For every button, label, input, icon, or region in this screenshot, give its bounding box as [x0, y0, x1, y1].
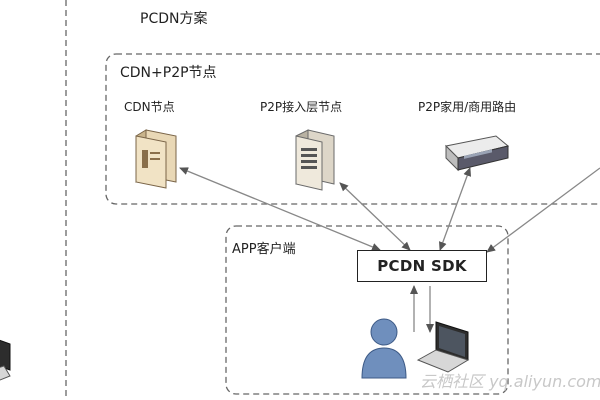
edge-offscreen-sdk [486, 167, 600, 253]
server-tower-icon [295, 129, 335, 191]
group-label-cdn-p2p: CDN+P2P节点 [120, 65, 217, 81]
pcdn-sdk-box: PCDN SDK [357, 250, 487, 282]
router-icon [444, 135, 510, 172]
group-label-app-client: APP客户端 [232, 242, 296, 257]
laptop-icon [416, 321, 470, 373]
server-tower-icon [135, 129, 177, 189]
diagram-title: PCDN方案 [140, 11, 208, 27]
laptop-icon [0, 339, 11, 381]
edge-p2p-home-sdk [438, 167, 472, 251]
node-label-p2p-access: P2P接入层节点 [260, 100, 343, 114]
node-label-p2p-home: P2P家用/商用路由 [418, 100, 517, 114]
edge-p2p-access-sdk [339, 182, 411, 251]
node-label-cdn: CDN节点 [124, 100, 175, 114]
watermark: 云栖社区 yq.aliyun.com [420, 372, 600, 391]
pcdn-sdk-label: PCDN SDK [377, 257, 467, 275]
user-icon [361, 318, 407, 379]
